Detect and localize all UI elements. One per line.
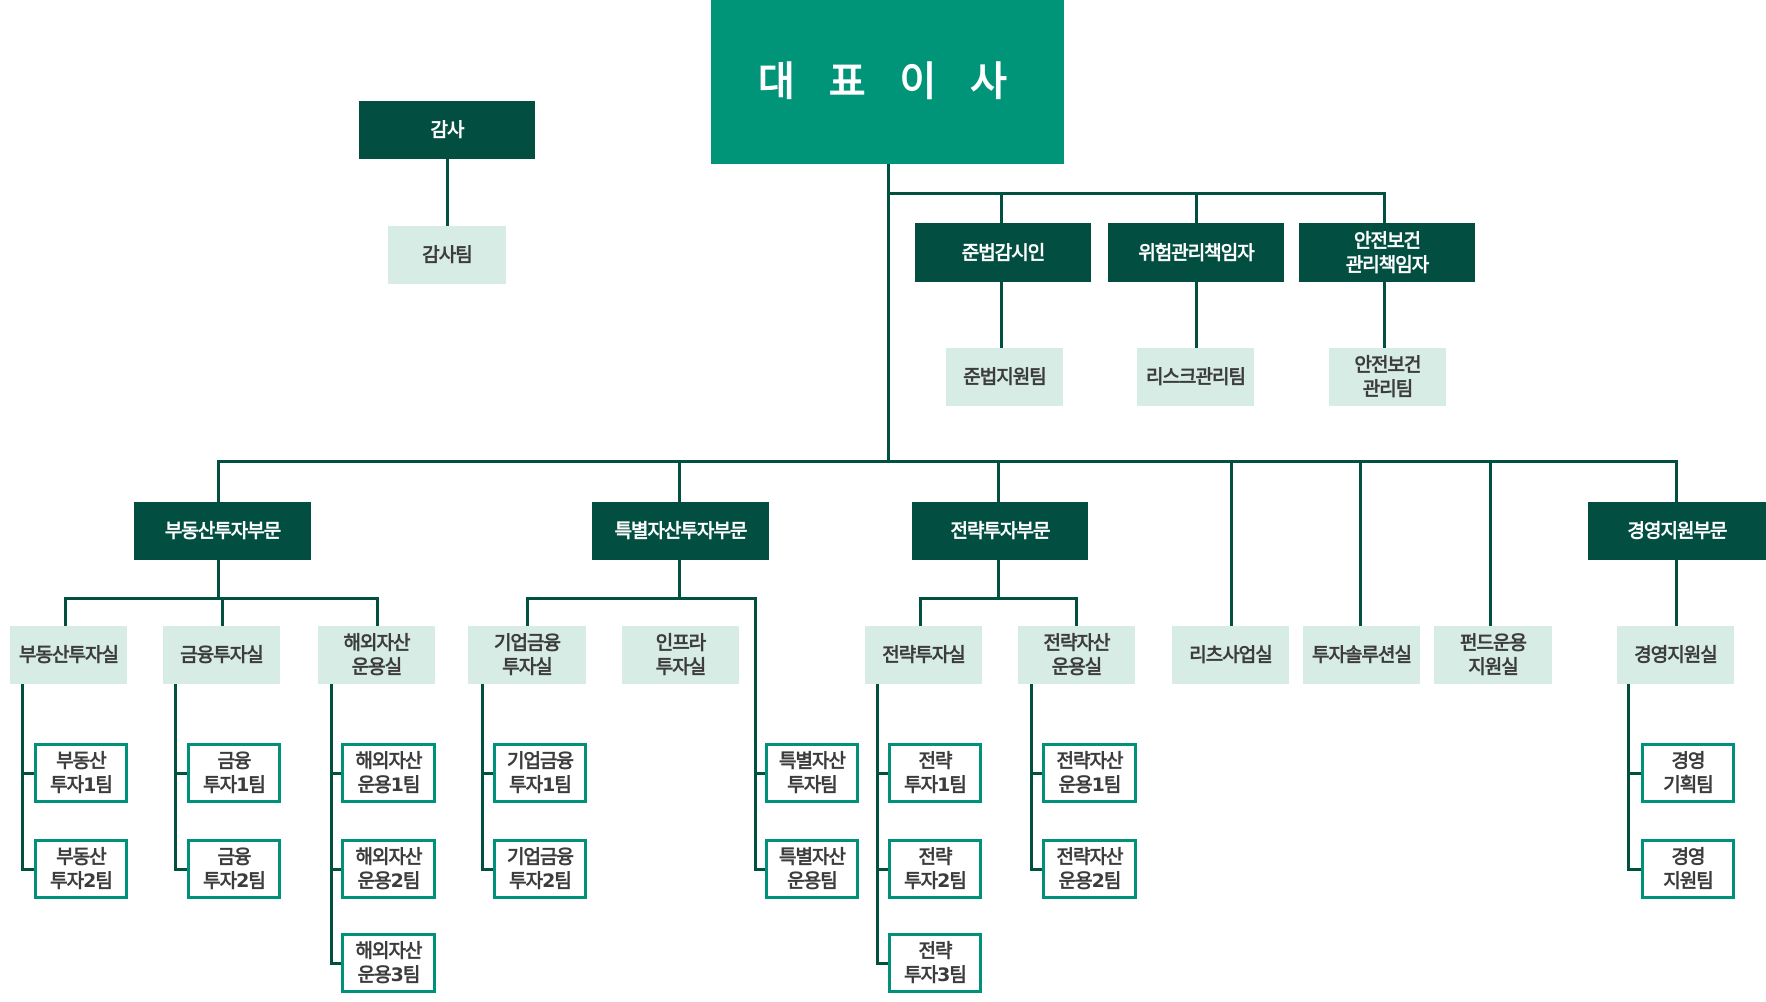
team-box[interactable]: 해외자산 운용3팀 bbox=[341, 933, 436, 993]
office-box[interactable]: 전략투자실 bbox=[865, 626, 982, 684]
office-box[interactable]: 투자솔루션실 bbox=[1303, 626, 1420, 684]
office-box[interactable]: 전략자산 운용실 bbox=[1018, 626, 1135, 684]
compliance-team-box[interactable]: 준법지원팀 bbox=[946, 348, 1063, 406]
strategy-division-box[interactable]: 전략투자부문 bbox=[912, 502, 1088, 560]
realestate-division-box[interactable]: 부동산투자부문 bbox=[134, 502, 311, 560]
office-box[interactable]: 해외자산 운용실 bbox=[318, 626, 435, 684]
safety-officer-box[interactable]: 안전보건 관리책임자 bbox=[1299, 223, 1475, 282]
team-box[interactable]: 기업금융 투자2팀 bbox=[493, 839, 587, 899]
team-box[interactable]: 해외자산 운용1팀 bbox=[341, 743, 436, 803]
team-box[interactable]: 해외자산 운용2팀 bbox=[341, 839, 436, 899]
team-box[interactable]: 전략자산 운용1팀 bbox=[1042, 743, 1137, 803]
office-box[interactable]: 경영지원실 bbox=[1617, 626, 1734, 684]
audit-box[interactable]: 감사 bbox=[359, 101, 535, 159]
office-box[interactable]: 인프라 투자실 bbox=[622, 626, 739, 684]
team-box[interactable]: 특별자산 투자팀 bbox=[765, 743, 859, 803]
office-box[interactable]: 부동산투자실 bbox=[10, 626, 127, 684]
team-box[interactable]: 기업금융 투자1팀 bbox=[493, 743, 587, 803]
team-box[interactable]: 경영 지원팀 bbox=[1641, 839, 1735, 899]
office-box[interactable]: 기업금융 투자실 bbox=[468, 626, 586, 684]
team-box[interactable]: 특별자산 운용팀 bbox=[765, 839, 859, 899]
team-box[interactable]: 부동산 투자2팀 bbox=[34, 839, 128, 899]
team-box[interactable]: 전략자산 운용2팀 bbox=[1042, 839, 1137, 899]
risk-team-box[interactable]: 리스크관리팀 bbox=[1137, 348, 1254, 406]
ceo-box[interactable]: 대 표 이 사 bbox=[711, 0, 1064, 164]
team-box[interactable]: 금융 투자1팀 bbox=[187, 743, 281, 803]
risk-officer-box[interactable]: 위험관리책임자 bbox=[1108, 223, 1284, 282]
team-box[interactable]: 전략 투자1팀 bbox=[888, 743, 982, 803]
team-box[interactable]: 전략 투자2팀 bbox=[888, 839, 982, 899]
special-division-box[interactable]: 특별자산투자부문 bbox=[592, 502, 769, 560]
office-box[interactable]: 펀드운용 지원실 bbox=[1434, 626, 1552, 684]
office-box[interactable]: 금융투자실 bbox=[163, 626, 280, 684]
office-box[interactable]: 리츠사업실 bbox=[1172, 626, 1289, 684]
team-box[interactable]: 전략 투자3팀 bbox=[888, 933, 982, 993]
safety-team-box[interactable]: 안전보건 관리팀 bbox=[1329, 348, 1446, 406]
management-division-box[interactable]: 경영지원부문 bbox=[1588, 502, 1766, 560]
team-box[interactable]: 부동산 투자1팀 bbox=[34, 743, 128, 803]
team-box[interactable]: 경영 기획팀 bbox=[1641, 743, 1735, 803]
team-box[interactable]: 금융 투자2팀 bbox=[187, 839, 281, 899]
audit-team-box[interactable]: 감사팀 bbox=[388, 226, 506, 284]
compliance-officer-box[interactable]: 준법감시인 bbox=[915, 223, 1091, 282]
